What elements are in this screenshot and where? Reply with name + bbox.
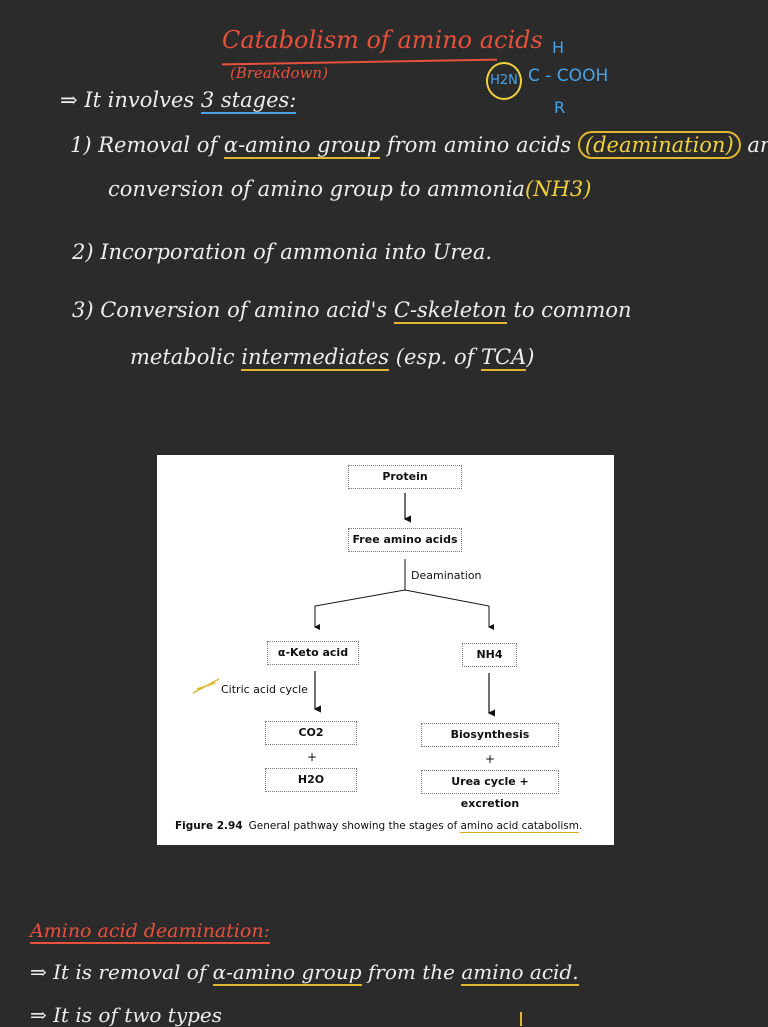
co2-box: CO2 — [265, 721, 357, 745]
biosynthesis-box: Biosynthesis — [421, 723, 559, 747]
protein-box: Protein — [348, 465, 462, 489]
h2o-box: H2O — [265, 768, 357, 792]
stages-key: 3 stages: — [200, 88, 297, 114]
structure-chain: C - COOH — [528, 66, 609, 86]
structure-r: R — [554, 98, 566, 117]
deamination-highlight: (deamination) — [577, 131, 741, 159]
urea-cycle-box: Urea cycle + excretion — [421, 770, 559, 810]
step-1-continued: conversion of amino group to ammonia(NH3… — [108, 177, 592, 201]
plus-right: + — [485, 752, 496, 766]
step-1: 1) Removal of α-amino group from amino a… — [70, 131, 768, 159]
deamination-label: Deamination — [411, 569, 482, 582]
step-3: 3) Conversion of amino acid's C-skeleton… — [72, 298, 632, 324]
amino-acid-structure: H2N H C - COOH R — [484, 38, 634, 120]
step-2: 2) Incorporation of ammonia into Urea. — [72, 240, 493, 264]
amine-group-circled: H2N — [486, 62, 522, 100]
step-3-continued: metabolic intermediates (esp. of TCA) — [130, 345, 535, 371]
structure-h: H — [552, 38, 565, 57]
figure-connectors — [192, 493, 495, 717]
stages-intro: ⇒ It involves 3 stages: — [60, 88, 297, 114]
notes-title: Catabolism of amino acids — [222, 26, 543, 54]
free-amino-acids-box: Free amino acids — [348, 528, 462, 552]
nh4-box: NH4 — [462, 643, 517, 667]
deamination-heading: Amino acid deamination: — [30, 920, 270, 944]
yellow-mark — [520, 1012, 528, 1026]
plus-left: + — [307, 750, 318, 764]
deamination-types: ⇒ It is of two types — [30, 1003, 223, 1027]
deamination-definition: ⇒ It is removal of α-amino group from th… — [30, 960, 579, 986]
pathway-figure: Protein Free amino acids Deamination α-K… — [157, 455, 614, 845]
notes-subtitle: (Breakdown) — [230, 64, 328, 82]
citric-acid-cycle-label: Citric acid cycle — [221, 683, 308, 696]
keto-acid-box: α-Keto acid — [267, 641, 359, 665]
